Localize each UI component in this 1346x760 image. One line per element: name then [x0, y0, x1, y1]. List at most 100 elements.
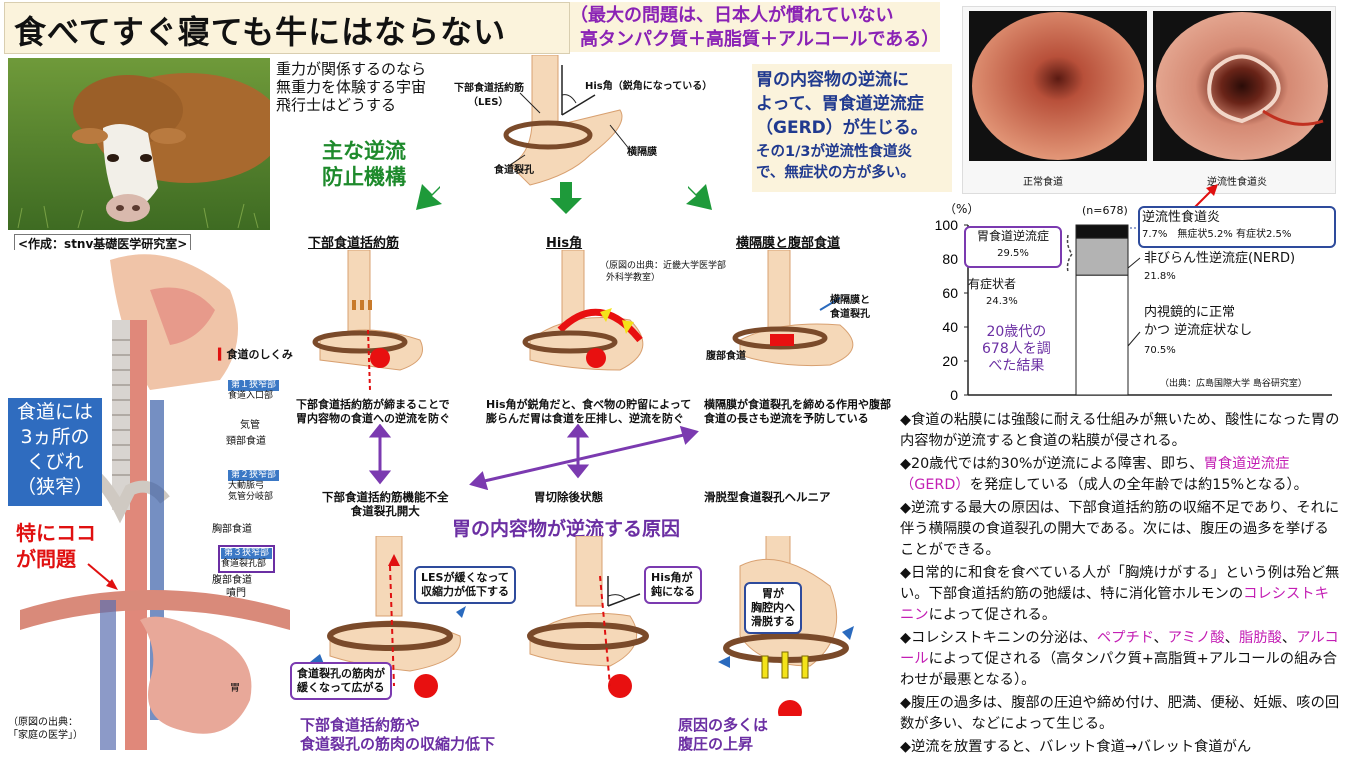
title-box — [4, 2, 570, 54]
constriction-box: 食道には 3ヵ所の くびれ （狭窄） — [8, 398, 102, 506]
chart-tick-label: 0 — [950, 387, 958, 403]
les-line-2: （LES） — [468, 97, 509, 108]
panel-3-caption: 横隔膜が食道裂孔を締める作用や腹部 食道の長さも逆流を予防している — [704, 398, 891, 426]
reflux-photo-label: 逆流性食道炎 — [1207, 177, 1267, 188]
lower-title-2: 胃切除後状態 — [534, 490, 603, 504]
re-box-detail: 7.7% 無症状5.2% 有症状2.5% — [1142, 229, 1292, 240]
bottom-left-note: 下部食道括約筋や 食道裂孔の筋肉の収縮力低下 — [300, 716, 495, 754]
bullet-item: ◆食道の粘膜には強酸に耐える仕組みが無いため、酸性になった胃の内容物が逆流すると… — [900, 410, 1340, 452]
bullet-item: ◆逆流する最大の原因は、下部食道括約筋の収縮不足であり、それに伴う横隔膜の食道裂… — [900, 498, 1340, 561]
his-blunt-line-1: His角が — [651, 571, 693, 584]
cardia-label: 噴門 — [226, 588, 246, 599]
c2-sub-1: 大動脈弓 — [228, 481, 265, 491]
symptomatic-value: 24.3% — [986, 296, 1018, 307]
anatomy-heading: 食道のしくみ — [226, 348, 293, 361]
panel-1-title: 下部食道括約筋 — [308, 236, 400, 251]
panel3-label-a-line-1: 横隔膜と — [830, 295, 870, 306]
source-kinki: （原図の出典：近畿大学医学部 外科学教室） — [600, 260, 726, 284]
stomach-slide-line-3: 滑脱する — [751, 615, 795, 628]
bullet-text: 脂肪酸 — [1238, 630, 1282, 646]
gerd-sub-line-2: で、無症状の方が多い。 — [756, 165, 915, 181]
space-note-line-1: 重力が関係するのなら — [276, 60, 427, 78]
gerd-line-1: 胃の内容物の逆流に — [756, 70, 909, 90]
space-note-line-3: 飛行士はどうする — [276, 96, 397, 114]
lower-title-1: 下部食道括約筋機能不全 食道裂孔開大 — [322, 490, 449, 518]
gerd-chart-box-title: 胃食道逆流症 — [976, 229, 1049, 243]
c1-sub: 食道入口部 — [228, 391, 274, 401]
les-loose-line-2: 収縮力が低下する — [421, 585, 509, 598]
c2-title: 第２狭窄部 — [228, 470, 280, 481]
stomach-slide-line-2: 胸腔内へ — [751, 601, 795, 614]
panel3-label-c: 腹部食道 — [706, 351, 746, 362]
constriction-line-3: くびれ — [26, 451, 84, 473]
les-loose-line-1: LESが緩くなって — [421, 571, 509, 584]
cow-photo — [8, 58, 270, 230]
stomach-slide-line-1: 胃が — [762, 587, 784, 600]
bullet-text: ◆逆流する最大の原因は、下部食道括約筋の収縮不足であり、それに伴う横隔膜の食道裂… — [900, 500, 1340, 558]
bottom-right-line-1: 原因の多くは — [678, 716, 769, 734]
constriction-line-2: 3ヵ所の — [20, 426, 90, 448]
les-label: 下部食道括約筋 （LES） — [454, 82, 524, 110]
bullet-text: によって促される。 — [928, 607, 1057, 623]
mechanism-arrows — [416, 182, 712, 214]
problem-line-2: が問題 — [16, 547, 76, 571]
space-note-line-2: 無重力を体験する宇宙 — [276, 78, 427, 96]
his-blunt-line-2: 鈍になる — [651, 585, 695, 598]
chart-ylabel: （%） — [944, 202, 980, 216]
problem-arrow — [87, 563, 118, 590]
cause-title: 胃の内容物が逆流する原因 — [452, 518, 681, 540]
symptomatic-label: 有症状者 24.3% — [968, 276, 1018, 310]
panel-3-caption-line-2: 食道の長さも逆流を予防している — [704, 412, 869, 425]
page-title: 食べてすぐ寝ても牛にはならない — [14, 13, 507, 51]
nerd-label: 非びらん性逆流症(NERD) 21.8% — [1144, 250, 1295, 286]
bullet-text: を発症している（成人の全年齢では約15%となる）。 — [969, 477, 1308, 493]
source-kinki-line-1: （原図の出典：近畿大学医学部 — [600, 261, 727, 271]
bottom-right-line-2: 腹圧の上昇 — [678, 735, 754, 753]
normal-esophagus-photo — [969, 11, 1147, 161]
his-blunt-callout: His角が 鈍になる — [644, 566, 702, 604]
chart-tick-label: 100 — [935, 217, 959, 233]
main-mechanism-line-1: 主な逆流 — [322, 139, 406, 163]
c2-label: 第２狭窄部 大動脈弓 気管分岐部 — [228, 470, 280, 503]
bullet-text: アルコール — [900, 630, 1339, 667]
bullet-text: 、 — [1281, 630, 1297, 646]
anatomy-source-line-1: （原図の出典： — [8, 717, 78, 728]
gerd-line-3: （GERD）が生じる。 — [756, 118, 928, 138]
gerd-chart-box-value: 29.5% — [997, 248, 1029, 259]
bullet-text: ◆コレシストキニンの分泌は、 — [900, 630, 1097, 646]
c1-label: 第１狭窄部 食道入口部 — [228, 380, 280, 402]
diaphragm-label: 横隔膜 — [627, 147, 657, 158]
bullet-item: ◆コレシストキニンの分泌は、ペプチド、アミノ酸、脂肪酸、アルコールによって促され… — [900, 628, 1340, 691]
gerd-chart-box: 胃食道逆流症 29.5% — [964, 226, 1062, 268]
bullet-text: 、 — [1224, 630, 1239, 646]
subtitle-box: （最大の問題は、日本人が慣れていない 高タンパク質＋高脂質＋アルコールである） — [570, 2, 940, 52]
bullet-text: ◆食道の粘膜には強酸に耐える仕組みが無いため、酸性になった胃の内容物が逆流すると… — [900, 412, 1340, 449]
bullet-text: ◆逆流を放置すると、バレット食道→バレット食道がん — [900, 739, 1252, 755]
bullet-text: によって促される（高タンパク質+高脂質+アルコールの組み合わせが最悪となる）。 — [900, 651, 1337, 688]
reflux-esophagitis-box: 逆流性食道炎 7.7% 無症状5.2% 有症状2.5% — [1138, 206, 1336, 248]
panel-2-caption-line-1: His角が鋭角だと、食べ物の貯留によって — [486, 398, 692, 411]
gerd-box: 胃の内容物の逆流に よって、胃食道逆流症 （GERD）が生じる。 その1/3が逆… — [752, 64, 952, 192]
panel-3-title: 横隔膜と腹部食道 — [736, 236, 841, 251]
bullet-text: ◆20歳代では約30%が逆流による障害、即ち、 — [900, 456, 1204, 472]
thorax-esophagus-label: 胸部食道 — [212, 524, 252, 535]
stomach-label: 胃 — [230, 683, 240, 694]
bullet-text: ◆腹圧の過多は、腹部の圧迫や締め付け、肥満、便秘、妊娠、咳の回数が多い、などによ… — [900, 695, 1340, 732]
subtitle-line-1: （最大の問題は、日本人が慣れていない — [570, 5, 894, 26]
age-note-line-1: 20歳代の — [986, 324, 1047, 340]
bullet-text: コレシストキニン — [900, 586, 1329, 623]
main-mechanism-title: 主な逆流 防止機構 — [322, 138, 406, 190]
nerd-title: 非びらん性逆流症(NERD) — [1144, 251, 1296, 266]
chart-bar-segment — [1075, 224, 1129, 239]
les-loose-callout: LESが緩くなって 収縮力が低下する — [414, 566, 516, 604]
bottom-left-line-2: 食道裂孔の筋肉の収縮力低下 — [300, 735, 496, 753]
photo-pointer-arrow — [1193, 184, 1218, 209]
nerd-value: 21.8% — [1144, 271, 1176, 282]
panel-1-caption-line-1: 下部食道括約筋が締まることで — [296, 398, 450, 411]
bullet-item: ◆逆流を放置すると、バレット食道→バレット食道がん — [900, 737, 1340, 758]
lower-title-3: 滑脱型食道裂孔ヘルニア — [704, 490, 831, 504]
bullet-list: ◆食道の粘膜には強酸に耐える仕組みが無いため、酸性になった胃の内容物が逆流すると… — [900, 410, 1340, 760]
constriction-line-1: 食道には — [16, 401, 93, 423]
bullet-text: アミノ酸 — [1167, 630, 1225, 646]
